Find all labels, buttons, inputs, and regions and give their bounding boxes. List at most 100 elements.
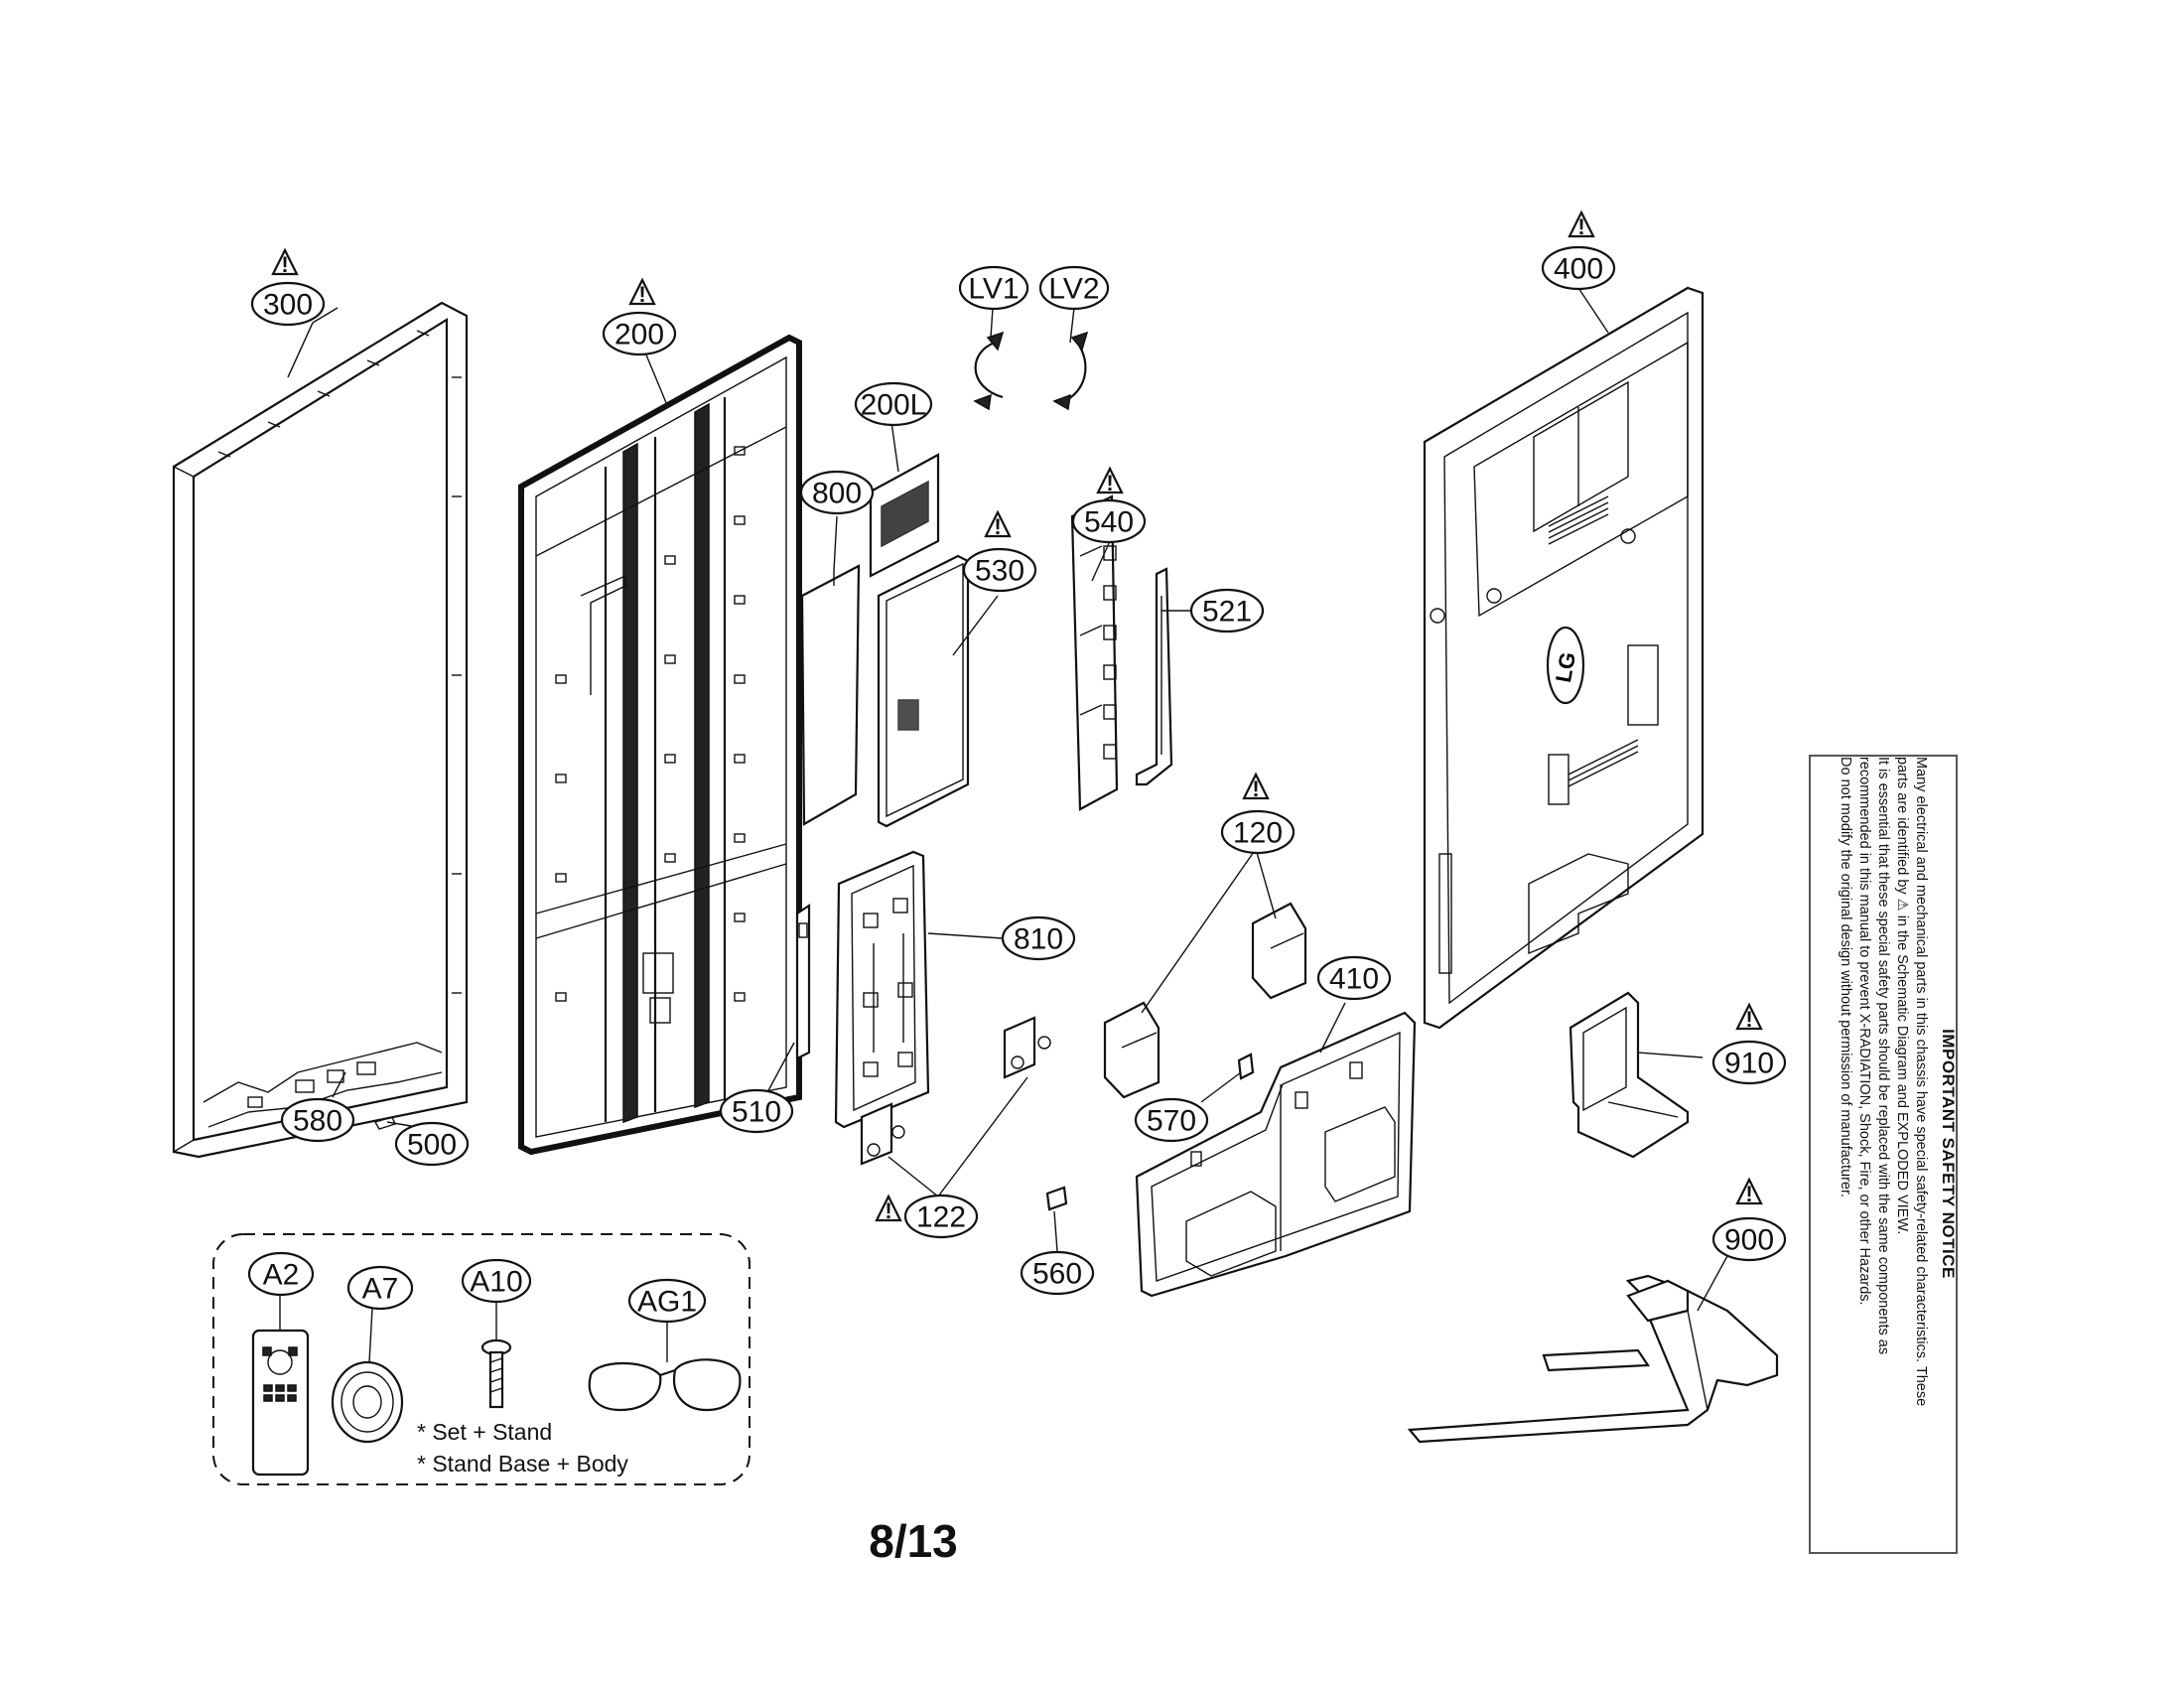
svg-text:AG1: AG1 (637, 1286, 697, 1319)
part-910-stand-neck (1569, 991, 1690, 1159)
safety-notice-line: recommended in this manual to prevent X-… (1856, 757, 1872, 1306)
svg-text:122: 122 (916, 1201, 966, 1234)
callout-AG1: AG1 (627, 1278, 707, 1324)
part-560 (1045, 1186, 1068, 1211)
safety-notice-box (1809, 755, 1958, 1554)
callout-910: 910 (1711, 1040, 1787, 1085)
callout-200L: 200L (854, 381, 933, 427)
svg-text:!: ! (1252, 776, 1259, 801)
svg-text:810: 810 (1014, 923, 1063, 956)
page-number: 8/13 (869, 1515, 958, 1567)
svg-text:LV1: LV1 (968, 273, 1019, 306)
screw-icon (480, 1338, 512, 1409)
part-510 (795, 903, 811, 1060)
svg-text:200: 200 (614, 319, 664, 352)
svg-text:!: ! (1577, 214, 1584, 239)
safety-notice-title: IMPORTANT SAFETY NOTICE (1939, 1029, 1958, 1279)
svg-text:510: 510 (732, 1096, 781, 1129)
callout-120: 120 (1220, 809, 1296, 855)
warning-triangle-icon: ! (1568, 210, 1595, 239)
part-200-lcd-module (518, 334, 802, 1156)
svg-text:540: 540 (1084, 506, 1134, 539)
part-200L-label (869, 453, 940, 578)
callout-A2: A2 (247, 1251, 315, 1297)
svg-text:800: 800 (812, 478, 862, 510)
callout-580: 580 (280, 1097, 355, 1143)
cable-holder-icon (331, 1360, 404, 1444)
callout-510: 510 (719, 1088, 794, 1134)
svg-text:LV2: LV2 (1048, 273, 1099, 306)
callout-400: 400 (1541, 245, 1616, 291)
remote-control-icon (251, 1329, 310, 1477)
svg-text:A10: A10 (470, 1266, 522, 1299)
warning-triangle-icon: ! (1735, 1002, 1763, 1032)
svg-text:!: ! (994, 514, 1001, 539)
callout-200: 200 (602, 311, 677, 356)
part-810-bracket (834, 850, 930, 1129)
svg-text:!: ! (638, 282, 645, 307)
warning-triangle-icon: ! (875, 1194, 902, 1223)
callout-900: 900 (1711, 1216, 1787, 1262)
safety-notice-line: It is essential that these special safet… (1875, 757, 1891, 1355)
svg-text:A7: A7 (362, 1273, 399, 1306)
warning-triangle-icon: ! (984, 509, 1012, 539)
part-410-lower-cover (1135, 1011, 1417, 1298)
callout-800: 800 (799, 470, 875, 515)
warning-triangle-icon: ! (628, 277, 656, 307)
safety-notice: IMPORTANT SAFETY NOTICE Many electrical … (1809, 757, 1958, 1551)
svg-text:560: 560 (1032, 1258, 1082, 1291)
svg-text:570: 570 (1147, 1105, 1196, 1138)
svg-text:!: ! (1745, 1182, 1752, 1206)
callout-410: 410 (1316, 955, 1392, 1001)
svg-text:500: 500 (407, 1129, 457, 1162)
callout-LV2: LV2 (1038, 265, 1110, 311)
callout-521: 521 (1189, 588, 1265, 633)
svg-text:120: 120 (1233, 817, 1283, 850)
part-LV1-cable (973, 331, 1005, 411)
svg-text:A2: A2 (263, 1259, 300, 1292)
svg-text:300: 300 (263, 289, 313, 322)
warning-triangle-icon: ! (1735, 1177, 1763, 1206)
safety-notice-line: Many electrical and mechanical parts in … (1913, 757, 1929, 1407)
part-540-main-board (1070, 494, 1119, 811)
svg-text:910: 910 (1724, 1048, 1774, 1080)
part-122-clips (860, 1016, 1051, 1166)
callout-122: 122 (903, 1194, 979, 1239)
warning-triangle-icon: ! (1096, 466, 1124, 495)
note-set-stand: * Set + Stand (417, 1419, 552, 1445)
callout-540: 540 (1071, 498, 1147, 544)
svg-text:530: 530 (975, 555, 1024, 588)
callout-530: 530 (962, 547, 1037, 593)
safety-notice-line: parts are identified by ⚠ in the Schemat… (1894, 757, 1910, 1235)
part-LV2-cable (1052, 331, 1089, 411)
part-120-speakers (1103, 902, 1307, 1099)
lg-logo: LG (1551, 650, 1580, 684)
part-400-back-cover: LG (1423, 286, 1705, 1030)
svg-text:200L: 200L (861, 389, 927, 422)
safety-notice-line: Do not modify the original design withou… (1838, 757, 1853, 1198)
part-300-front-cabinet (172, 301, 469, 1159)
callout-A10: A10 (461, 1258, 532, 1304)
callout-560: 560 (1020, 1250, 1095, 1296)
warning-triangle-icon: ! (271, 247, 299, 277)
leader-lines (287, 287, 1728, 1312)
svg-text:!: ! (281, 252, 288, 277)
svg-text:521: 521 (1202, 596, 1252, 629)
callout-810: 810 (1001, 915, 1076, 961)
part-521-shield (1135, 567, 1173, 786)
svg-text:!: ! (1106, 471, 1113, 495)
svg-text:!: ! (885, 1198, 891, 1223)
svg-text:900: 900 (1724, 1224, 1774, 1257)
callout-A7: A7 (346, 1265, 414, 1311)
part-800-sheet (800, 564, 861, 826)
svg-text:580: 580 (293, 1105, 342, 1138)
3d-glasses-icon (588, 1358, 742, 1412)
part-570 (1237, 1053, 1255, 1080)
part-900-stand-base (1407, 1274, 1779, 1444)
accessory-group: * Set + Stand * Stand Base + Body (212, 1233, 751, 1485)
callouts: 300 200 LV1 LV2 200L 800 530 540 521 400… (247, 245, 1787, 1324)
svg-text:400: 400 (1554, 253, 1603, 286)
svg-text:410: 410 (1329, 963, 1379, 996)
note-stand-base-body: * Stand Base + Body (417, 1451, 628, 1477)
